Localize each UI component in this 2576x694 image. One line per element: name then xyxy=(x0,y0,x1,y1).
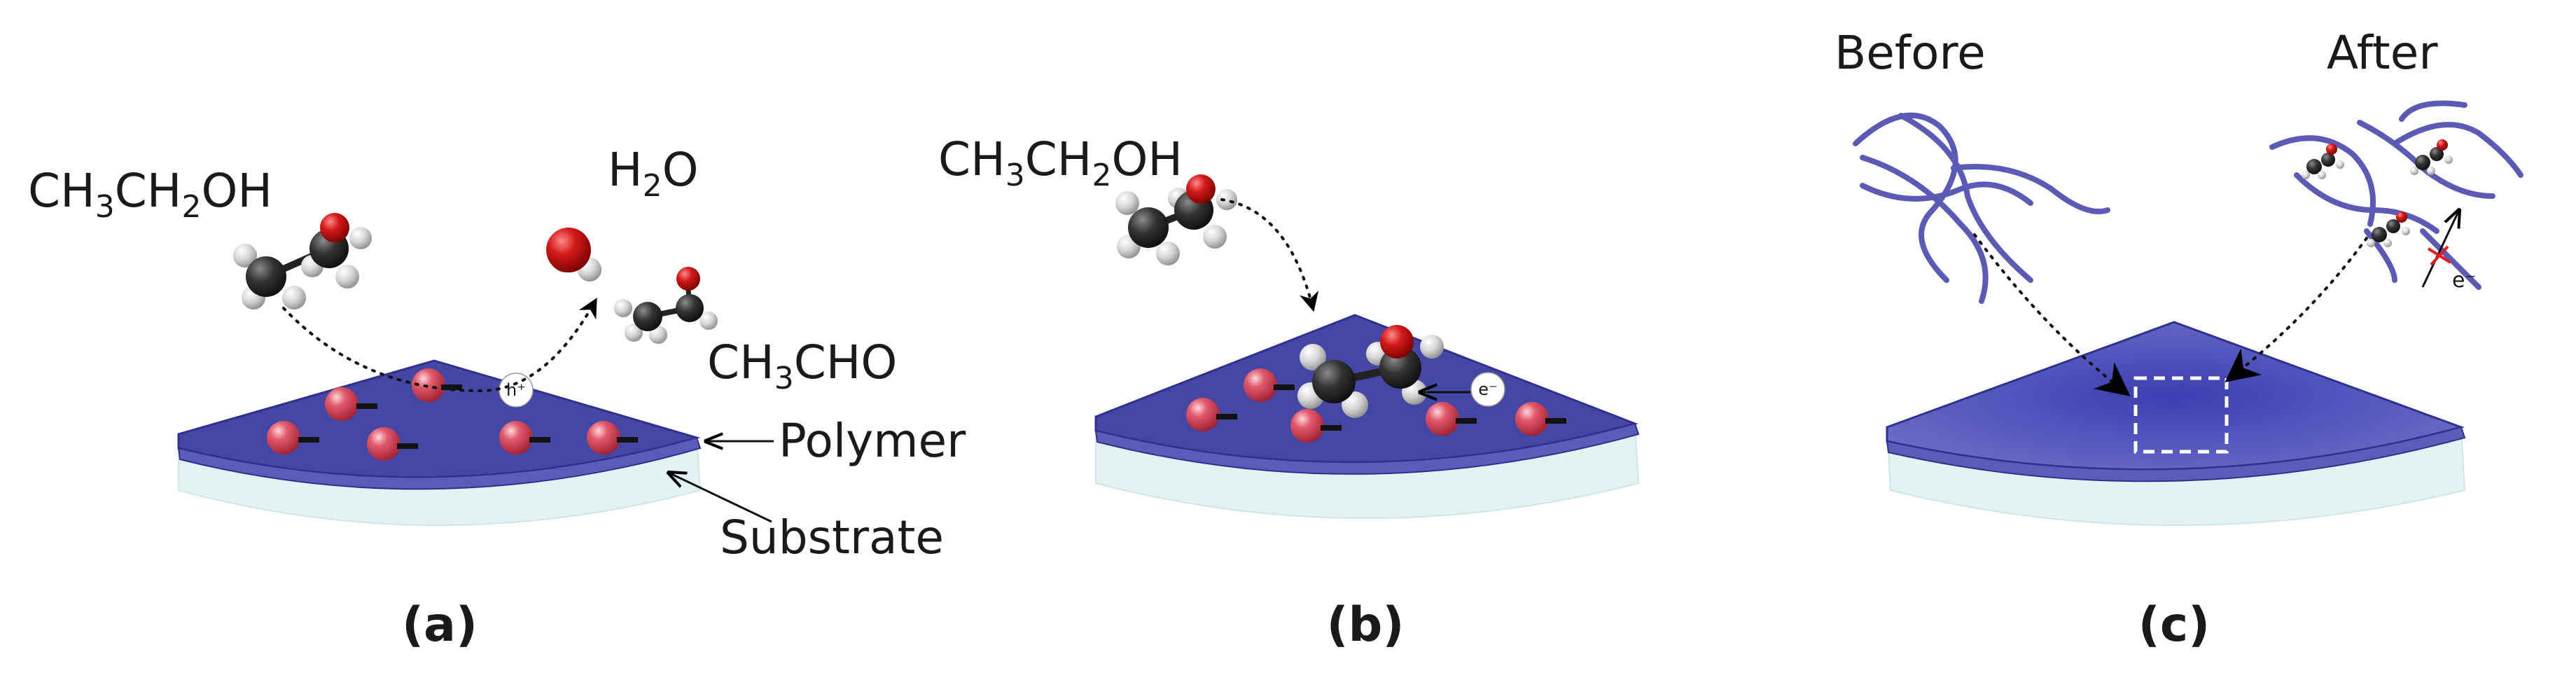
panel-a: h⁺ CH3CH2OH H2O xyxy=(28,143,966,653)
polymer-chains-before xyxy=(1853,112,2110,304)
ethanol-formula-a: CH3CH2OH xyxy=(28,164,272,225)
anion xyxy=(325,387,377,421)
anion xyxy=(412,368,462,402)
before-label: Before xyxy=(1834,26,1986,80)
electron-label-b: e⁻ xyxy=(1478,380,1497,399)
anion xyxy=(1290,409,1342,443)
anion xyxy=(1244,368,1295,402)
polymer-c xyxy=(1886,321,2466,483)
anion xyxy=(1515,402,1566,436)
electron-label-c: e⁻ xyxy=(2452,268,2476,293)
ethanol-molecule-a xyxy=(233,213,372,310)
electron-badge: e⁻ xyxy=(1470,372,1505,407)
anion-group-b xyxy=(1186,368,1566,443)
panel-b-label: (b) xyxy=(1327,597,1405,653)
substrate-label: Substrate xyxy=(720,511,944,564)
water-molecule xyxy=(546,228,601,282)
substrate-callout-arrow xyxy=(669,473,772,523)
panel-b: e⁻ CH3CH2OH (b) xyxy=(938,132,1640,653)
adsorbed-ethanol-small-3 xyxy=(2367,211,2410,247)
anion xyxy=(367,427,418,461)
ethanol-formula-b: CH3CH2OH xyxy=(938,132,1183,193)
blocked-electron-arrow xyxy=(2421,210,2459,288)
polymer-b xyxy=(1094,314,1640,475)
anion xyxy=(267,421,319,454)
adsorbed-ethanol-small-1 xyxy=(2302,144,2344,179)
panel-c: e⁻ Before After (c) xyxy=(1834,26,2523,653)
panel-c-label: (c) xyxy=(2138,597,2210,653)
anion xyxy=(499,421,550,454)
anion xyxy=(1186,398,1237,431)
ethanol-molecule-b xyxy=(1115,174,1237,265)
polymer-label: Polymer xyxy=(779,414,966,468)
anion xyxy=(587,421,638,454)
adsorbed-ethanol-small-2 xyxy=(2410,139,2453,175)
focus-region-box xyxy=(2133,376,2229,454)
acetaldehyde-formula: CH3CHO xyxy=(707,335,897,396)
anion-group-a xyxy=(267,368,638,461)
blocked-cross-icon xyxy=(2427,245,2452,266)
adsorbed-ethanol-molecule xyxy=(1297,325,1444,418)
before-arrow xyxy=(1973,233,2131,396)
acetaldehyde-molecule xyxy=(614,267,718,344)
polymer-chains-after xyxy=(2269,100,2523,290)
adsorption-path-arrow xyxy=(1220,198,1319,312)
polymer-a xyxy=(177,359,702,490)
reaction-path-arrow xyxy=(282,298,597,393)
hole-badge: h⁺ xyxy=(499,373,534,408)
anion xyxy=(1426,402,1477,436)
water-formula: H2O xyxy=(608,143,699,204)
panel-a-label: (a) xyxy=(402,597,478,653)
after-label: After xyxy=(2327,26,2438,80)
